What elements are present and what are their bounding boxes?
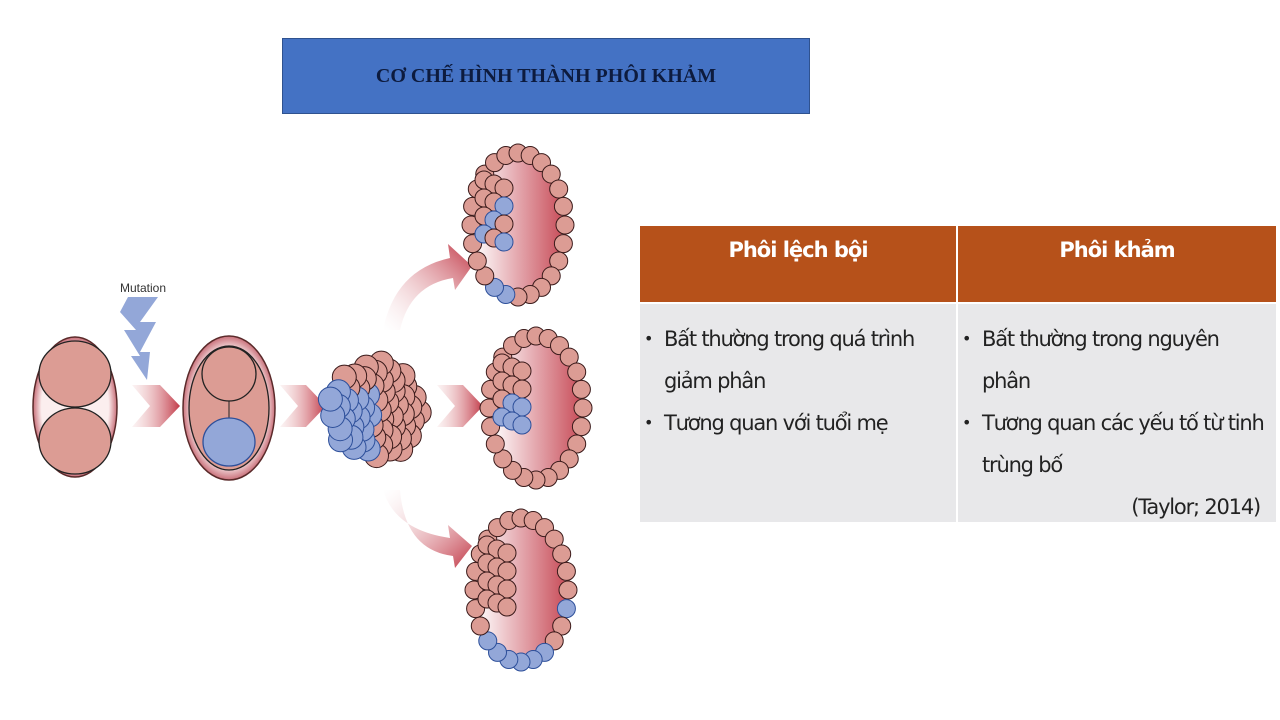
list-item: Bất thường trong nguyên phân	[962, 318, 1266, 402]
trophectoderm-cell	[479, 398, 499, 418]
trophectoderm-cell	[470, 616, 490, 636]
list-item: Tương quan các yếu tố từ tinh trùng bố	[962, 402, 1266, 486]
arrow-icon	[383, 490, 472, 568]
trophectoderm-cell	[467, 251, 487, 271]
trophectoderm-cell	[549, 251, 569, 271]
trophectoderm-cell	[549, 179, 569, 199]
trophectoderm-cell	[556, 561, 576, 581]
comparison-table: Phôi lệch bội Phôi khảm Bất thường trong…	[640, 226, 1276, 522]
header-mosaic: Phôi khảm	[958, 226, 1276, 302]
inner-cell-mass-cell	[494, 232, 514, 252]
trophectoderm-cell	[559, 347, 579, 367]
trophectoderm-cell	[558, 580, 578, 600]
trophectoderm-cell	[464, 580, 484, 600]
lightning-icon	[120, 297, 158, 380]
cell-mosaic: Bất thường trong nguyên phân Tương quan …	[958, 304, 1276, 522]
trophectoderm-cell	[493, 449, 513, 469]
trophectoderm-cell	[567, 434, 587, 454]
trophectoderm-cell	[571, 379, 591, 399]
trophectoderm-cell	[461, 215, 481, 235]
trophectoderm-cell	[555, 215, 575, 235]
trophectoderm-cell	[544, 529, 564, 549]
trophectoderm-cell	[553, 234, 573, 254]
trophectoderm-cell	[553, 196, 573, 216]
trophectoderm-cell	[552, 616, 572, 636]
inner-cell-mass-cell	[497, 597, 517, 617]
two-cell-embryo	[32, 336, 118, 478]
trophectoderm-cell	[552, 544, 572, 564]
trophectoderm-cell	[556, 599, 576, 619]
trophectoderm-cell	[567, 362, 587, 382]
trophectoderm-cell	[485, 434, 505, 454]
slide-title: CƠ CHẾ HÌNH THÀNH PHÔI KHẢM	[375, 64, 717, 87]
trophectoderm-cell	[541, 164, 561, 184]
arrow-icon	[437, 385, 483, 427]
arrow-icon	[280, 385, 326, 427]
list-item: Bất thường trong quá trình giảm phân	[644, 318, 946, 402]
trophectoderm-cell	[571, 417, 591, 437]
mosaic-embryo-diagram: Mutation	[32, 143, 593, 672]
morula-cell	[317, 386, 343, 412]
cell-aneuploid: Bất thường trong quá trình giảm phân Tươ…	[640, 304, 956, 522]
list-item: Tương quan với tuổi mẹ	[644, 402, 946, 444]
citation: (Taylor; 2014)	[1131, 495, 1261, 519]
slide-title-box: CƠ CHẾ HÌNH THÀNH PHÔI KHẢM	[282, 38, 810, 114]
four-cell-embryo	[182, 335, 276, 481]
trophectoderm-cell	[573, 398, 593, 418]
arrow-icon	[132, 385, 180, 427]
mutation-label: Mutation	[120, 281, 166, 295]
header-aneuploid: Phôi lệch bội	[640, 226, 956, 302]
trophectoderm-cell	[478, 631, 498, 651]
trophectoderm-cell	[475, 266, 495, 286]
arrow-icon	[383, 244, 472, 330]
inner-cell-mass-cell	[512, 415, 532, 435]
